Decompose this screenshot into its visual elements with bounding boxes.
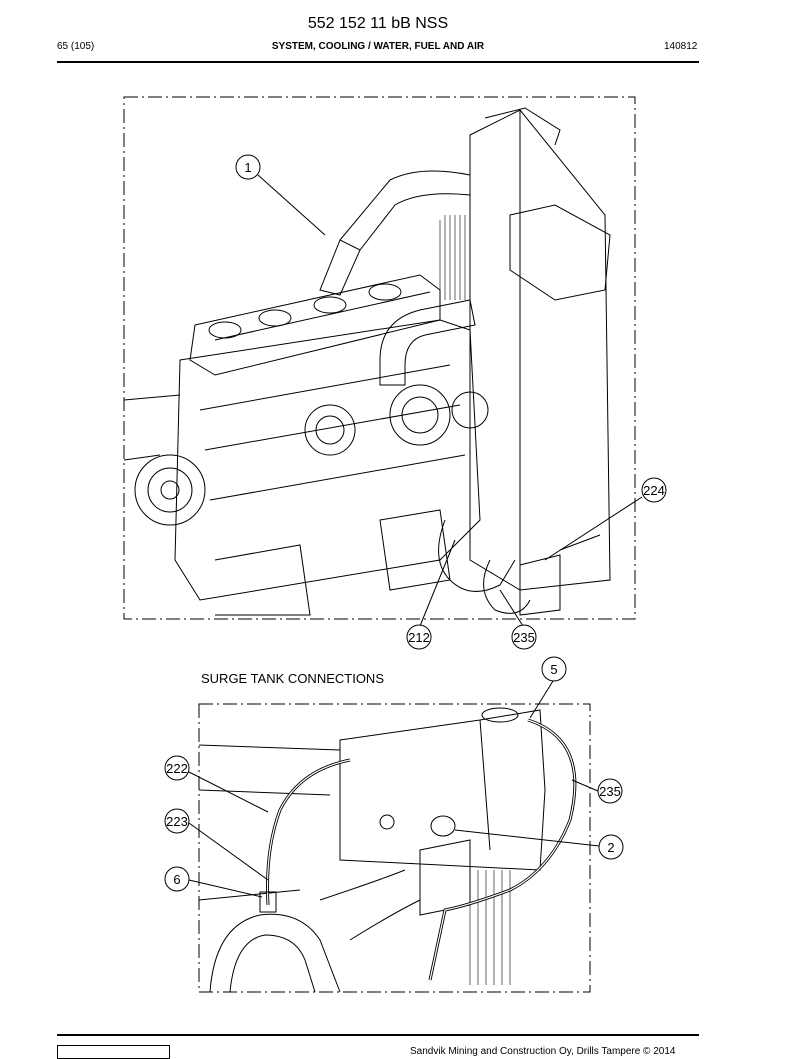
leader-5 <box>529 680 554 719</box>
top-figure-frame <box>123 96 636 620</box>
callout-bubble-6 <box>164 866 190 892</box>
callout-bubble-235-top <box>511 624 537 650</box>
leader-212 <box>419 539 456 627</box>
figure-subtitle: SURGE TANK CONNECTIONS <box>201 671 384 686</box>
callout-bubble-5 <box>541 656 567 682</box>
callout-bubble-1 <box>235 154 261 180</box>
leader-235-bottom <box>571 779 599 792</box>
callout-235-top: 235 <box>513 630 535 645</box>
leader-6 <box>188 879 263 898</box>
callout-6: 6 <box>173 872 180 887</box>
bottom-figure-frame <box>198 703 591 993</box>
page-count: 65 (105) <box>57 41 95 52</box>
callout-1: 1 <box>244 160 251 175</box>
callout-bubble-2 <box>598 834 624 860</box>
leader-235-top <box>499 589 524 627</box>
section-title: SYSTEM, COOLING / WATER, FUEL AND AIR <box>271 41 485 52</box>
callout-bubble-222 <box>164 755 190 781</box>
header-divider <box>57 61 699 63</box>
callout-223: 223 <box>166 814 188 829</box>
callout-222: 222 <box>166 761 188 776</box>
callout-5: 5 <box>550 662 557 677</box>
leader-223 <box>188 822 269 881</box>
leader-224 <box>544 496 643 561</box>
sandvik-logo <box>57 1045 170 1059</box>
callout-224: 224 <box>643 483 665 498</box>
document-number: 552 152 11 bB NSS <box>307 15 449 32</box>
callout-bubble-235-bottom <box>597 778 623 804</box>
callout-235-bottom: 235 <box>599 784 621 799</box>
revision-number: 140812 <box>664 41 698 52</box>
copyright-notice: Sandvik Mining and Construction Oy, Dril… <box>410 1046 676 1057</box>
leader-222 <box>188 771 269 813</box>
callout-bubble-224 <box>641 477 667 503</box>
leader-2 <box>454 829 600 847</box>
leader-1 <box>257 174 326 236</box>
footer-divider <box>57 1034 699 1036</box>
callout-bubble-223 <box>164 808 190 834</box>
callout-2: 2 <box>607 840 614 855</box>
callout-bubble-212 <box>406 624 432 650</box>
callout-212: 212 <box>408 630 430 645</box>
